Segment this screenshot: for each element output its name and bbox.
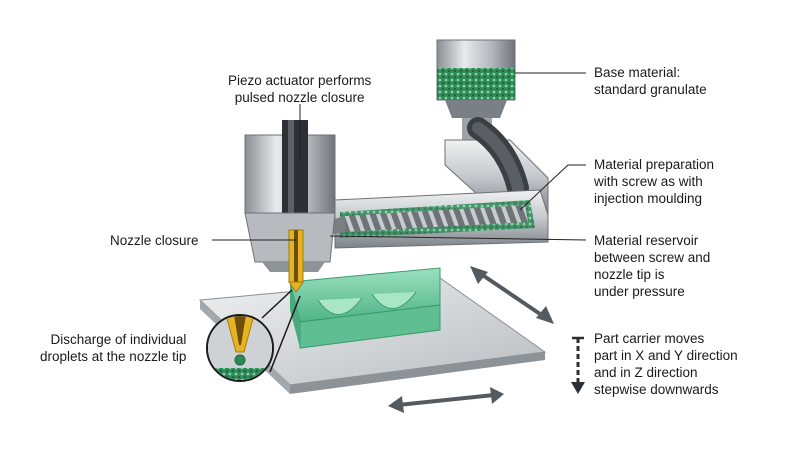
label-material-preparation: Material preparation with screw as with … (594, 157, 715, 206)
label-nozzle-closure: Nozzle closure (110, 233, 199, 248)
label-discharge: Discharge of individual droplets at the … (40, 332, 187, 364)
leader-lines (212, 72, 587, 241)
nozzle (288, 229, 304, 293)
printed-part (289, 267, 441, 349)
label-material-reservoir: Material reservoir between screw and noz… (594, 233, 711, 299)
barrel-housing (325, 117, 549, 249)
nozzle-tip-detail (206, 289, 301, 382)
label-base-material: Base material: standard granulate (594, 65, 707, 97)
z-motion-arrow (571, 336, 585, 394)
xy-motion-arrow-diagonal (470, 266, 554, 324)
label-piezo-actuator: Piezo actuator performs pulsed nozzle cl… (228, 73, 372, 105)
xy-motion-arrow-horizontal (388, 387, 504, 413)
label-part-carrier: Part carrier moves part in X and Y direc… (594, 331, 738, 397)
